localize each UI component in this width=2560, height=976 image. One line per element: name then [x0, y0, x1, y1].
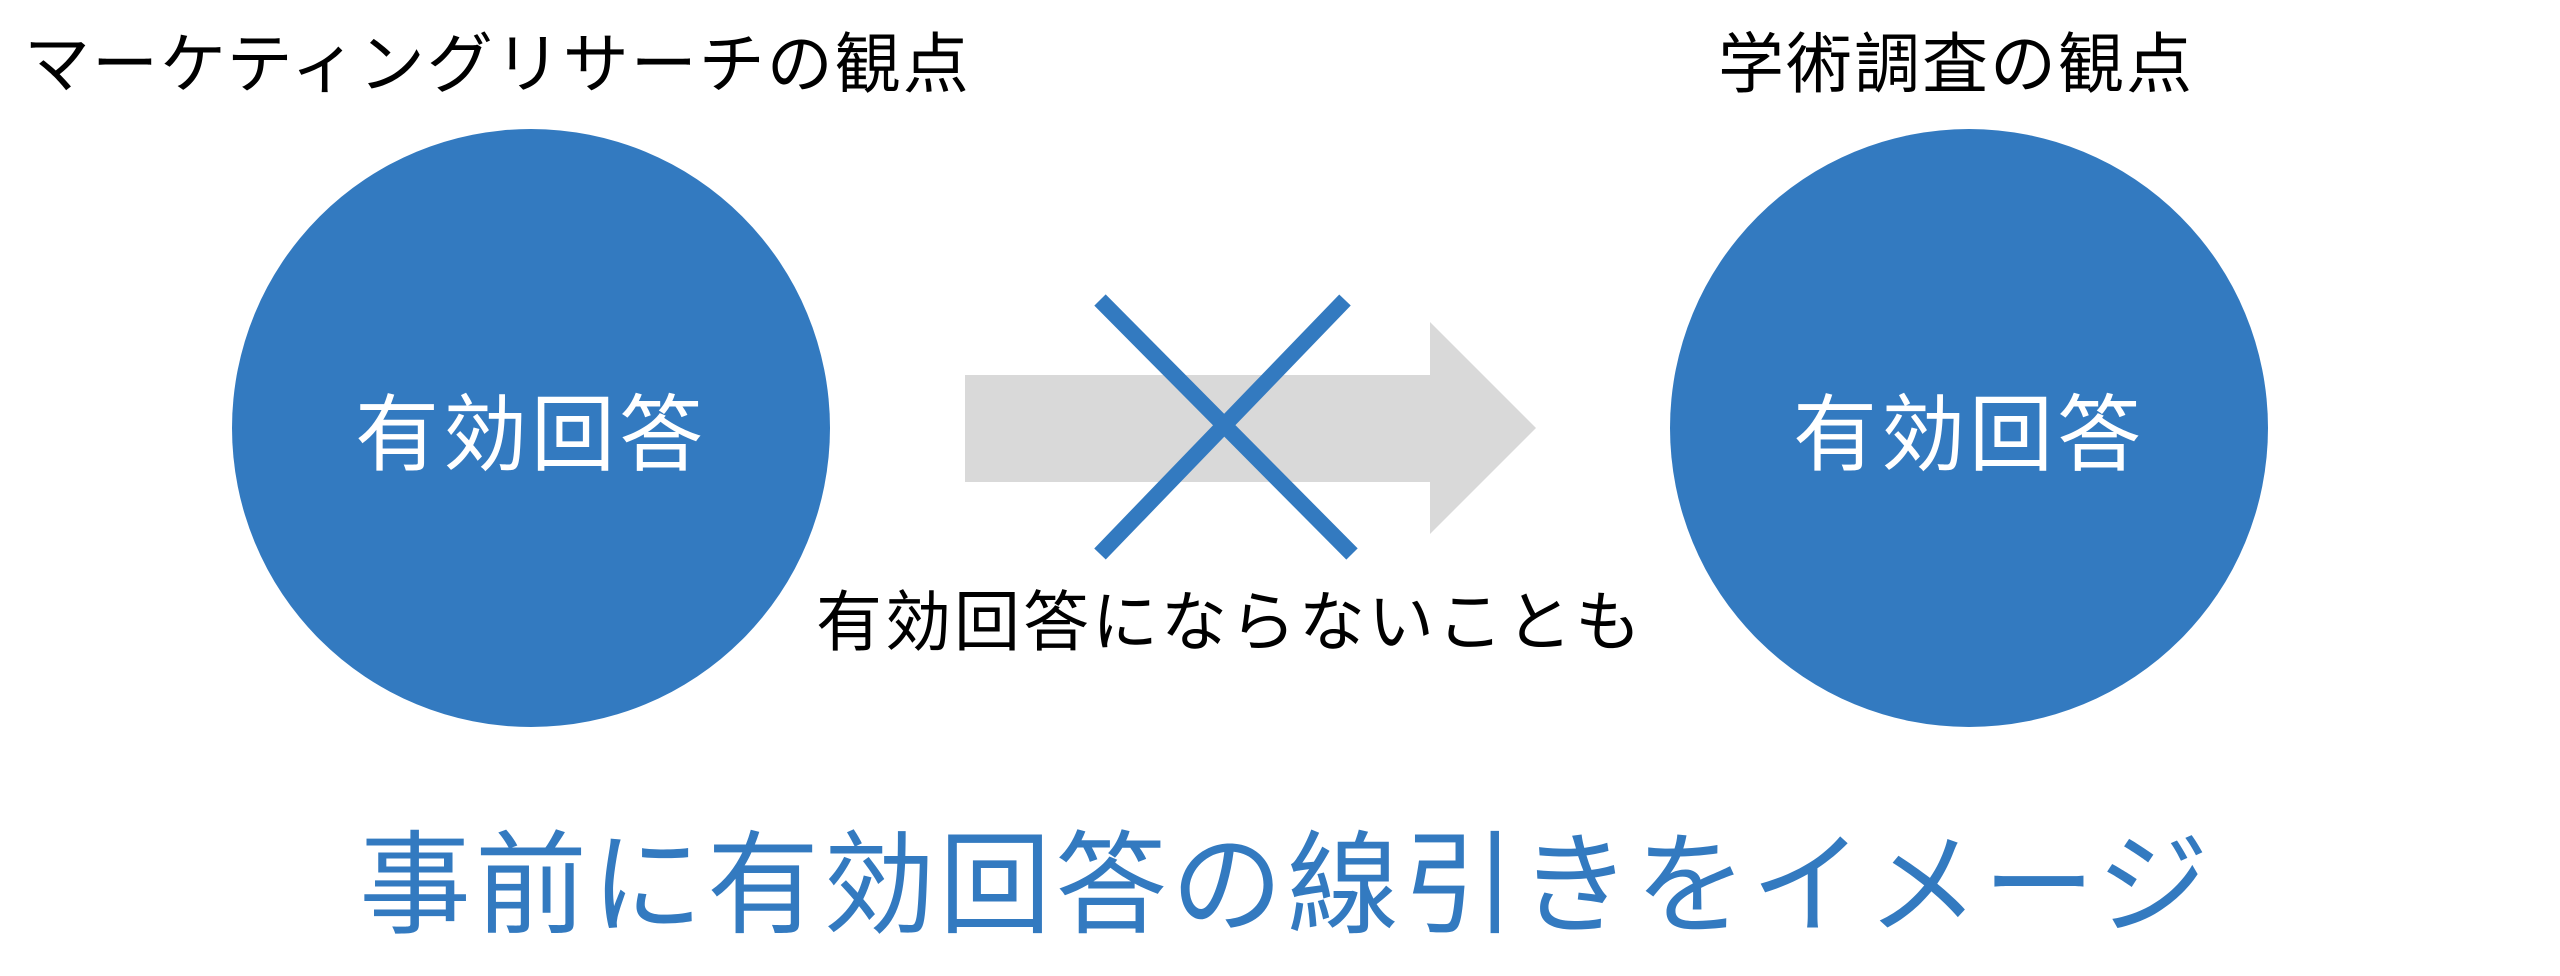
right-arrow-icon [965, 322, 1536, 534]
left-valid-response-circle: 有効回答 [232, 129, 830, 727]
bottom-caption: 事前に有効回答の線引きをイメージ [359, 821, 2213, 951]
right-valid-response-circle: 有効回答 [1670, 129, 2268, 727]
right-circle-label: 有効回答 [1792, 385, 2145, 484]
cross-mark-icon [1094, 294, 1358, 560]
left-circle-label: 有効回答 [354, 385, 707, 484]
marketing-research-heading: マーケティングリサーチの観点 [24, 26, 971, 103]
not-valid-response-note: 有効回答にならないことも [816, 584, 1644, 661]
academic-research-heading: 学術調査の観点 [1718, 26, 2194, 103]
